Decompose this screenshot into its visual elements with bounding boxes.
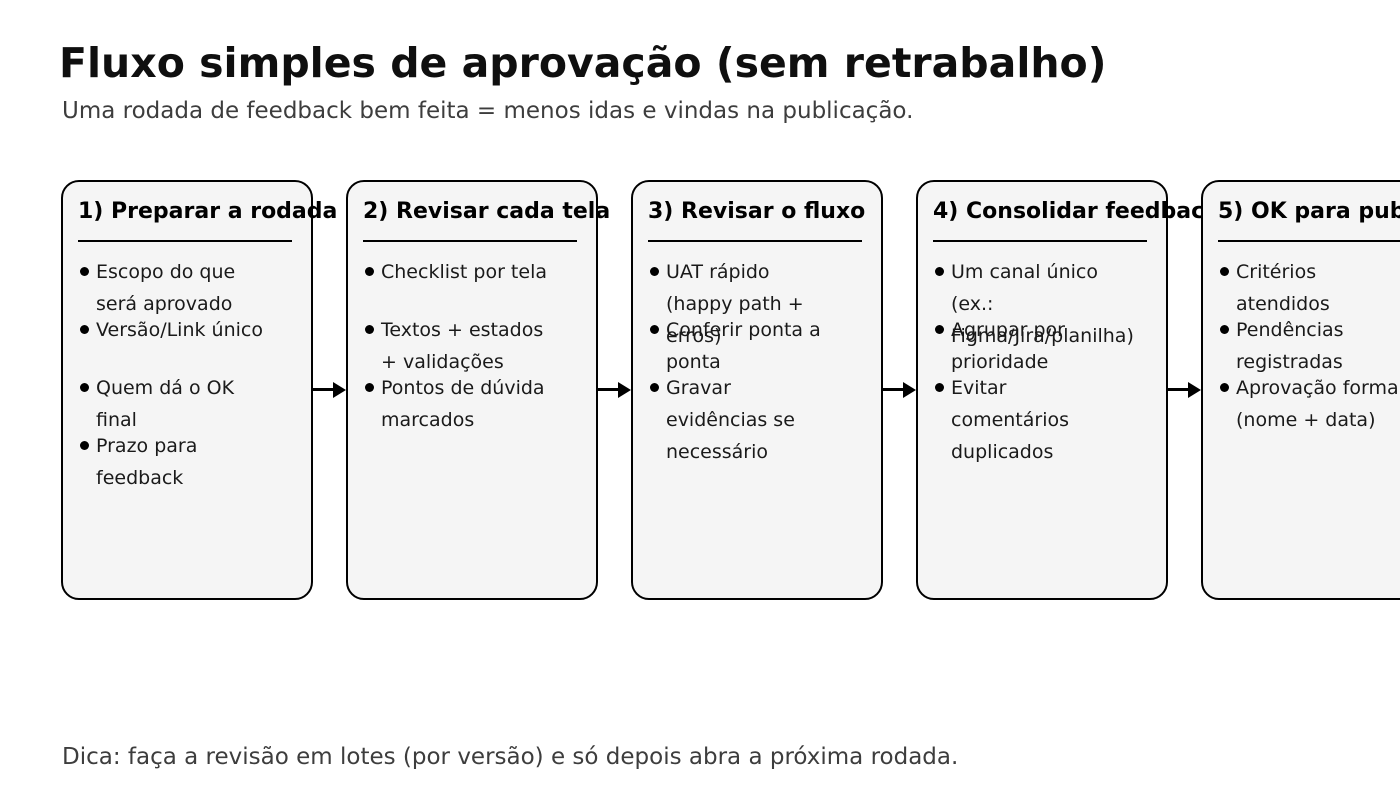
flow-arrow: [883, 382, 916, 398]
bullet-item: UAT rápido (happy path + erros): [648, 256, 868, 352]
arrow-shaft: [1168, 388, 1190, 391]
bullet-item: Textos + estados + validações: [363, 314, 583, 378]
box-title-rule: [648, 240, 862, 242]
arrow-head-icon: [333, 382, 346, 398]
bullet-text: Evitar comentários duplicados: [951, 377, 1070, 463]
bullet-item: Escopo do que será aprovado: [78, 256, 298, 320]
bullet-marker-icon: [1220, 267, 1229, 276]
bullet-text: Versão/Link único: [96, 319, 263, 341]
bullet-text: Aprovação formal (nome + data): [1236, 377, 1400, 431]
bullet-item: Um canal único (ex.: Figma/Jira/planilha…: [933, 256, 1153, 352]
bullet-text: Pendências registradas: [1236, 319, 1344, 373]
arrow-head-icon: [618, 382, 631, 398]
bullet-item: Conferir ponta a ponta: [648, 314, 868, 378]
bullet-marker-icon: [650, 267, 659, 276]
bullet-marker-icon: [1220, 383, 1229, 392]
bullet-marker-icon: [1220, 325, 1229, 334]
bullet-item: Prazo para feedback: [78, 430, 298, 494]
bullet-marker-icon: [80, 325, 89, 334]
bullet-marker-icon: [935, 267, 944, 276]
flow-box-step-4: 4) Consolidar feedback Um canal único (ex…: [916, 180, 1219, 600]
bullet-marker-icon: [80, 267, 89, 276]
arrow-shaft: [598, 388, 620, 391]
bullet-item: Evitar comentários duplicados: [933, 372, 1153, 468]
page-title: Fluxo simples de aprovação (sem retrabal…: [59, 39, 1107, 87]
arrow-head-icon: [1188, 382, 1201, 398]
arrow-shaft: [313, 388, 335, 391]
bullet-item: Aprovação formal (nome + data): [1218, 372, 1400, 436]
bullet-text: Quem dá o OK final: [96, 377, 235, 431]
bullet-marker-icon: [80, 383, 89, 392]
bullet-text: Gravar evidências se necessário: [666, 377, 795, 463]
bullet-marker-icon: [365, 325, 374, 334]
bullet-marker-icon: [935, 383, 944, 392]
page-subtitle: Uma rodada de feedback bem feita = menos…: [62, 98, 914, 124]
bullet-text: Textos + estados + validações: [381, 319, 544, 373]
bullet-text: Agrupar por prioridade: [951, 319, 1065, 373]
bullet-text: Critérios atendidos: [1236, 261, 1330, 315]
box-title: 4) Consolidar feedback: [933, 199, 1219, 224]
flow-arrow: [1168, 382, 1201, 398]
bullet-text: Prazo para feedback: [96, 435, 198, 489]
bullet-text: Pontos de dúvida marcados: [381, 377, 545, 431]
bullet-marker-icon: [365, 383, 374, 392]
bullet-item: Gravar evidências se necessário: [648, 372, 868, 468]
bullet-item: Agrupar por prioridade: [933, 314, 1153, 378]
bullet-marker-icon: [650, 383, 659, 392]
box-title: 3) Revisar o fluxo: [648, 199, 866, 224]
footer-tip: Dica: faça a revisão em lotes (por versã…: [62, 744, 959, 770]
flow-arrow: [598, 382, 631, 398]
bullet-item: Pendências registradas: [1218, 314, 1400, 378]
box-title-rule: [78, 240, 292, 242]
box-title-rule: [363, 240, 577, 242]
bullet-item: Pontos de dúvida marcados: [363, 372, 583, 436]
flow-box-step-5: 5) OK para publicarCritérios atendidosPe…: [1201, 180, 1400, 600]
bullet-item: Critérios atendidos: [1218, 256, 1400, 320]
box-title-rule: [933, 240, 1147, 242]
box-title: 1) Preparar a rodada: [78, 199, 338, 224]
bullet-marker-icon: [935, 325, 944, 334]
bullet-item: Versão/Link único: [78, 314, 298, 346]
bullet-text: Um canal único (ex.: Figma/Jira/planilha…: [951, 261, 1134, 347]
bullet-marker-icon: [80, 441, 89, 450]
bullet-item: Checklist por tela: [363, 256, 583, 288]
bullet-item: Quem dá o OK final: [78, 372, 298, 436]
box-title-rule: [1218, 240, 1400, 242]
bullet-text: Conferir ponta a ponta: [666, 319, 821, 373]
bullet-text: Escopo do que será aprovado: [96, 261, 236, 315]
bullet-marker-icon: [650, 325, 659, 334]
box-title: 5) OK para publicar: [1218, 199, 1400, 224]
bullet-text: Checklist por tela: [381, 261, 547, 283]
bullet-marker-icon: [365, 267, 374, 276]
arrow-head-icon: [903, 382, 916, 398]
arrow-shaft: [883, 388, 905, 391]
box-title: 2) Revisar cada tela: [363, 199, 611, 224]
flow-arrow: [313, 382, 346, 398]
bullet-text: UAT rápido (happy path + erros): [666, 261, 804, 347]
